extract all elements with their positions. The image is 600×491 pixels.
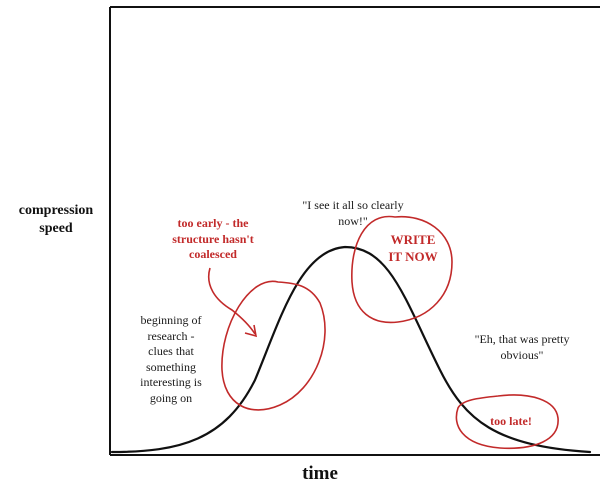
- too-early-line-2: structure hasn't: [172, 231, 254, 246]
- beginning-line-2: research -: [147, 328, 195, 343]
- too-early-circle: [221, 280, 326, 411]
- see-clearly-annotation: "I see it all so clearly now!": [283, 198, 423, 229]
- beginning-annotation: beginning of research - clues that somet…: [118, 313, 224, 407]
- y-axis-label-line-2: speed: [39, 221, 73, 237]
- too-late-annotation: too late!: [490, 414, 532, 428]
- obvious-line-2: obvious": [500, 347, 544, 362]
- compression-curve: [110, 245, 592, 454]
- beginning-line-4: something: [146, 359, 196, 374]
- write-now-annotation: WRITE IT NOW: [380, 232, 446, 266]
- too-early-line-1: too early - the: [177, 216, 249, 230]
- too-early-annotation: too early - the structure hasn't coalesc…: [148, 216, 278, 263]
- see-clearly-line-2: now!": [338, 213, 368, 228]
- too-early-arrowhead: [244, 324, 258, 338]
- x-axis-label: time: [302, 463, 338, 484]
- too-early-line-3: coalesced: [189, 247, 237, 262]
- beginning-line-3: clues that: [148, 344, 194, 359]
- y-axis-label: compression speed: [4, 202, 108, 238]
- obvious-annotation: "Eh, that was pretty obvious": [456, 332, 588, 363]
- beginning-line-5: interesting is: [140, 375, 202, 390]
- write-now-circle: [351, 215, 453, 324]
- obvious-line-1: "Eh, that was pretty: [474, 332, 570, 346]
- write-now-line-1: WRITE: [390, 232, 436, 247]
- write-now-line-2: IT NOW: [388, 248, 438, 264]
- beginning-line-6: going on: [149, 390, 193, 405]
- too-early-arrow: [208, 267, 256, 335]
- too-late-circle: [455, 394, 559, 450]
- beginning-line-1: beginning of: [140, 313, 202, 327]
- y-axis-label-line-1: compression: [18, 203, 94, 218]
- see-clearly-line-1: "I see it all so clearly: [302, 198, 404, 212]
